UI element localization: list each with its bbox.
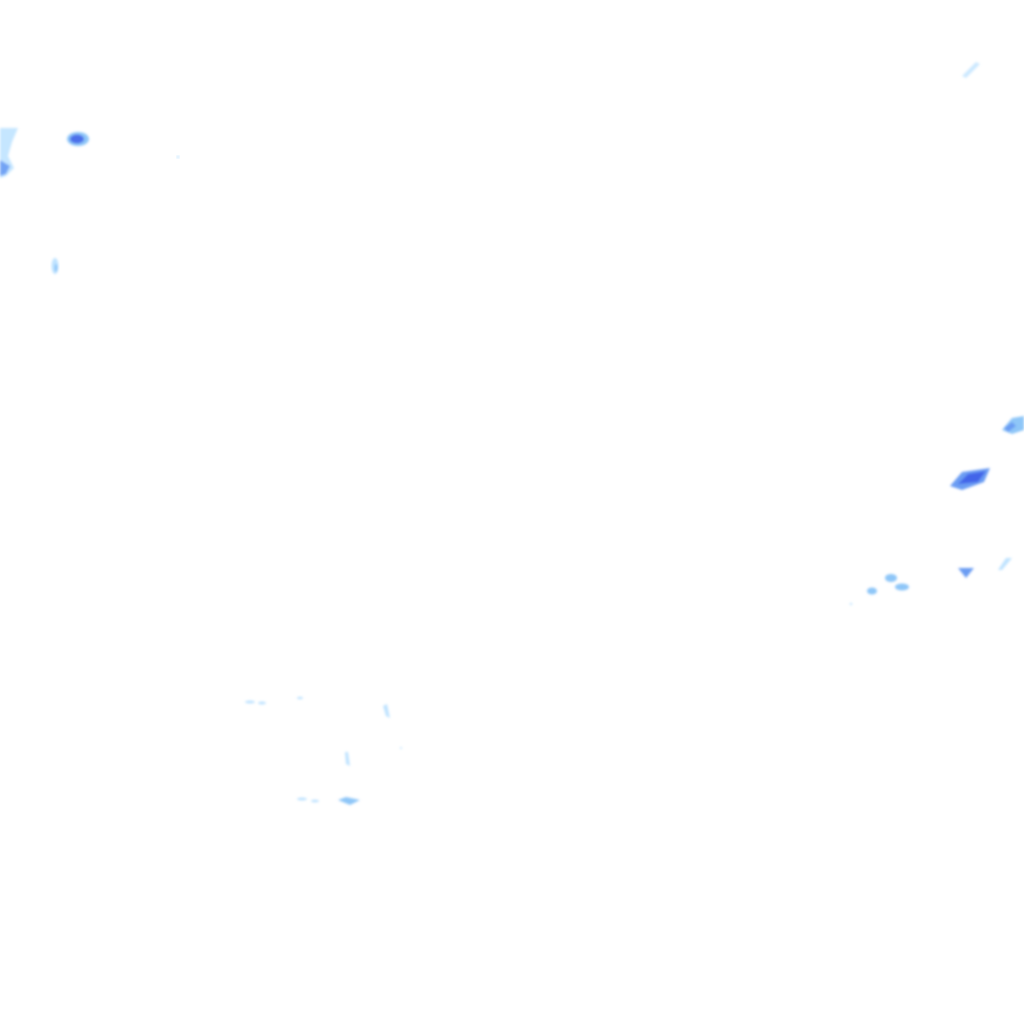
echo-east-main xyxy=(950,468,990,490)
echo-northeast-trace xyxy=(962,62,980,78)
echo-east-upper xyxy=(1002,416,1024,434)
echo-west-small xyxy=(51,258,59,274)
echo-east-scattered xyxy=(849,558,1012,606)
echo-northwest-core xyxy=(67,132,89,146)
echo-northwest-cell xyxy=(176,155,180,159)
echo-northwest-edge xyxy=(0,128,18,178)
echo-south-traces xyxy=(245,696,402,805)
